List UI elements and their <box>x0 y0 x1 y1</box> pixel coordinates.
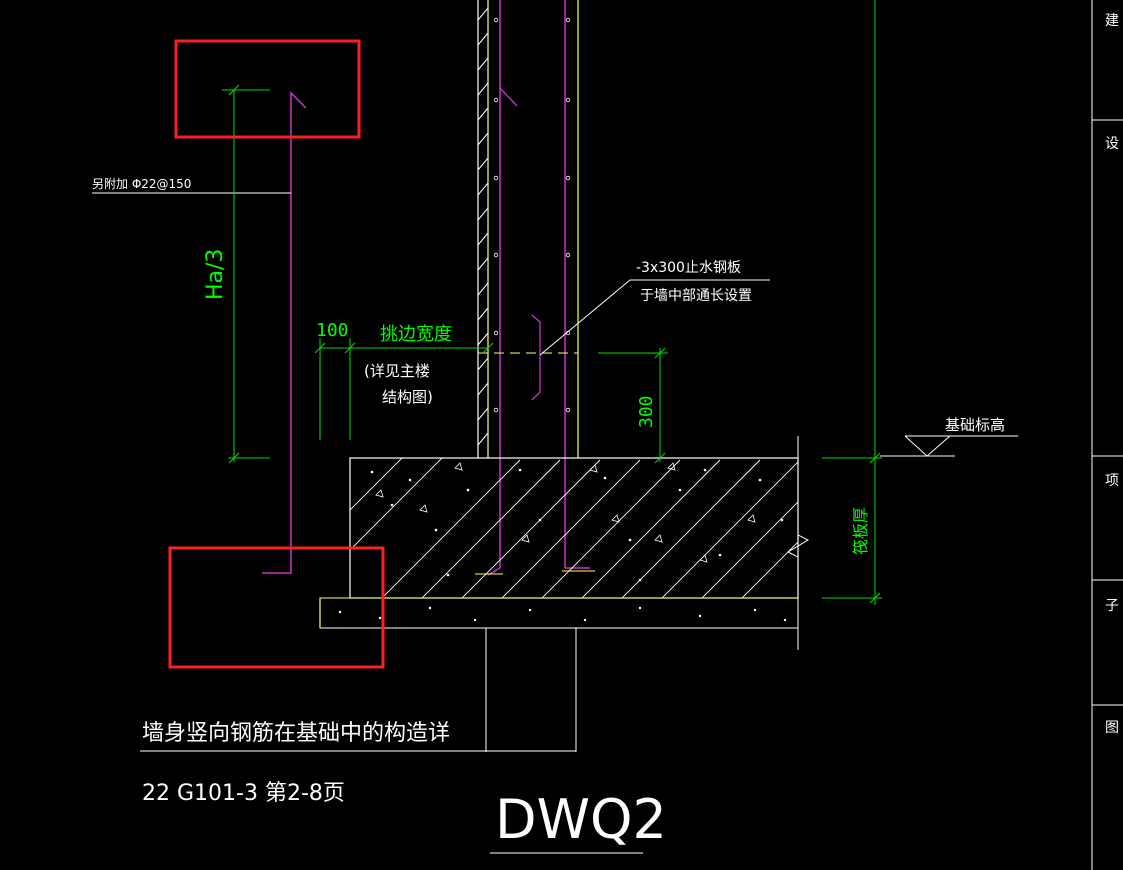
slab-hatch <box>350 458 798 598</box>
highlight-box-top <box>174 39 361 139</box>
foundation-elevation-label: 基础标高 <box>945 416 1005 434</box>
title-cell-2: 设 <box>1105 136 1119 152</box>
raft-foundation <box>319 436 810 752</box>
waterstop-leader <box>539 279 770 356</box>
drawing-id: DWQ2 <box>495 788 667 851</box>
dim-300-label: 300 <box>636 395 657 428</box>
detail-title: 墙身竖向钢筋在基础中的构造详 <box>142 721 450 746</box>
title-cell-5: 图 <box>1105 720 1119 736</box>
elevation-marker-icon <box>880 435 1018 457</box>
title-cell-1: 建 <box>1105 13 1119 29</box>
blinding-aggregate <box>338 606 787 622</box>
ha3-label: Ha/3 <box>203 249 228 300</box>
wall-hatch <box>477 7 489 446</box>
title-block <box>1091 0 1123 870</box>
title-cell-4: 子 <box>1105 598 1119 614</box>
wall <box>475 0 595 576</box>
detail-reference: 22 G101-3 第2-8页 <box>142 781 345 806</box>
zigzag-break-icon <box>786 436 810 650</box>
concrete-aggregate <box>370 468 784 582</box>
see-main-line1: (详见主楼 <box>364 362 430 380</box>
dimensions <box>222 0 882 605</box>
title-cell-3: 项 <box>1105 473 1119 489</box>
extra-bar-label: 另附加 Φ22@150 <box>92 177 191 191</box>
waterstop-line2: 于墙中部通长设置 <box>640 288 752 304</box>
additional-rebar <box>92 91 307 574</box>
raft-thickness-label: 筏板厚 <box>851 507 870 555</box>
overhang-width-label: 挑边宽度 <box>380 324 452 345</box>
see-main-line2: 结构图) <box>382 388 433 406</box>
dim-100-label: 100 <box>316 320 349 341</box>
highlight-box-bottom <box>168 546 385 669</box>
waterstop-line1: -3x300止水钢板 <box>636 260 741 276</box>
